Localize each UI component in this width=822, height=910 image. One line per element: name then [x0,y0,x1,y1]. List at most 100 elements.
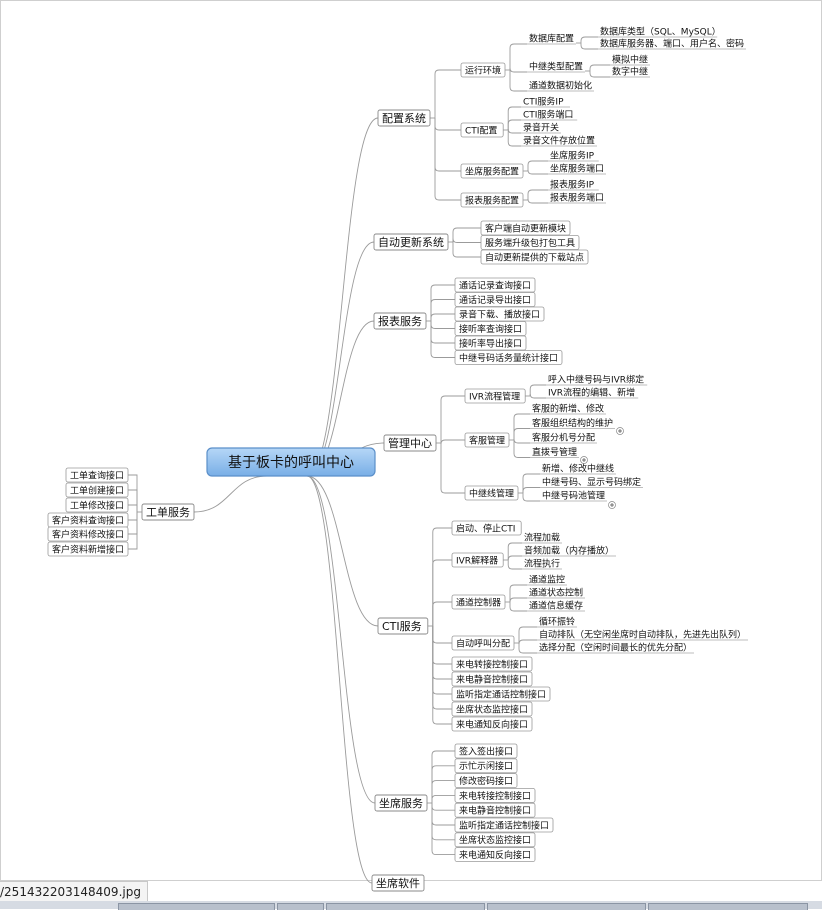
taskbar-button[interactable] [487,903,646,910]
branch-ticket[interactable] [141,503,195,521]
seat-api-7-label: 坐席状态监控接口 [459,834,531,846]
config-4[interactable] [460,192,524,208]
cti-svc-5[interactable] [451,656,533,672]
acd-1: 循环振铃 [539,616,575,628]
seat-api-3-label: 修改密码接口 [459,775,513,787]
seat-api-8[interactable] [454,847,536,862]
mgmt-1[interactable] [464,388,526,404]
expand-icon[interactable] [580,456,588,464]
trunk-mgmt-2: 中继号码、显示号码绑定 [542,476,641,488]
seat-api-3[interactable] [454,773,518,788]
report-api-6[interactable] [454,350,563,365]
cti-svc-1[interactable] [451,520,522,536]
cti-svc-9-label: 来电通知反向接口 [456,718,528,730]
autoupdate-1-label: 客户端自动更新模块 [485,222,566,234]
ticket-6[interactable] [47,541,129,557]
trunk-mgmt-1: 新增、修改中继线 [542,463,614,475]
branch-3[interactable] [373,312,427,330]
report-api-3-label: 录音下载、播放接口 [459,308,540,320]
report-api-2[interactable] [454,292,536,307]
taskbar-button[interactable] [118,903,275,910]
seat-config-2: 坐席服务端口 [550,163,604,175]
ticket-2[interactable] [65,482,129,498]
config-1[interactable] [460,62,506,78]
root-node-label: 基于板卡的呼叫中心 [228,454,354,471]
config-3-label: 坐席服务配置 [465,165,519,177]
seat-api-4[interactable] [454,788,536,803]
branch-3-label: 报表服务 [378,314,422,328]
env-2: 中继类型配置 [529,61,583,73]
cti-svc-5-label: 来电转接控制接口 [456,658,528,670]
branch-4-label: 管理中心 [388,436,432,450]
config-3[interactable] [460,163,524,179]
channel-ctrl-1: 通道监控 [529,574,565,586]
ticket-1-label: 工单查询接口 [70,469,124,481]
branch-2-label: 自动更新系统 [378,235,444,249]
expand-icon[interactable] [608,501,616,509]
env-3: 通道数据初始化 [529,80,592,92]
report-api-6-label: 中继号码话务量统计接口 [459,352,558,364]
ivr-mgmt-1: 呼入中继号码与IVR绑定 [548,374,644,386]
seat-api-4-label: 来电转接控制接口 [459,790,531,802]
ticket-5-label: 客户资料修改接口 [52,528,124,540]
connector-lines [128,36,748,884]
branch-5[interactable] [377,617,429,635]
taskbar-button[interactable] [326,903,485,910]
cti-svc-4[interactable] [451,635,515,651]
cti-svc-8[interactable] [451,701,533,717]
root-node[interactable] [206,447,376,477]
cti-config-4: 录音文件存放位置 [523,135,595,147]
ticket-4-label: 客户资料查询接口 [52,514,124,526]
seat-api-5[interactable] [454,802,536,818]
seat-api-6-label: 监听指定通话控制接口 [459,819,549,831]
ticket-2-label: 工单创建接口 [70,484,124,496]
branch-6-label: 坐席服务 [379,796,423,810]
ticket-6-label: 客户资料新增接口 [52,543,124,555]
seat-api-6[interactable] [454,817,554,833]
report-api-1[interactable] [454,277,536,293]
expand-icon[interactable] [616,427,624,435]
ticket-5[interactable] [47,526,129,542]
cti-config-3: 录音开关 [523,122,559,134]
trunk-type-2: 数字中继 [612,66,648,78]
cti-svc-6[interactable] [451,671,533,687]
ticket-3[interactable] [65,497,129,513]
cti-svc-2[interactable] [451,552,504,568]
report-api-5[interactable] [454,335,527,351]
branch-4[interactable] [383,434,437,452]
seat-api-2-label: 示忙示闲接口 [459,760,513,772]
branch-7-label: 坐席软件 [376,876,420,890]
autoupdate-1[interactable] [480,220,571,236]
mgmt-2-label: 客服管理 [469,434,505,446]
acd-2: 自动排队（无空闲坐席时自动排队，先进先出队列） [539,629,746,641]
ivr-interp-2: 音频加载（内存播放） [524,545,614,557]
ticket-1[interactable] [65,467,129,483]
seat-api-1[interactable] [454,743,518,759]
branch-6[interactable] [374,794,428,812]
branch-5-label: CTI服务 [382,620,422,633]
branch-2[interactable] [373,233,449,251]
taskbar-button[interactable] [648,903,808,910]
branch-7[interactable] [371,874,425,892]
taskbar-button[interactable] [277,903,324,910]
report-api-3[interactable] [454,306,545,322]
autoupdate-3[interactable] [480,249,589,265]
autoupdate-2[interactable] [480,235,580,250]
config-2[interactable] [460,122,504,138]
branch-1[interactable] [377,109,431,127]
cti-svc-6-label: 来电静音控制接口 [456,673,528,685]
mgmt-3[interactable] [464,485,519,501]
ivr-interp-3: 流程执行 [524,558,560,570]
report-api-4-label: 接听率查询接口 [459,323,522,335]
config-4-label: 报表服务配置 [465,194,519,206]
cti-config-2: CTI服务端口 [523,109,573,121]
cti-svc-7[interactable] [451,686,551,702]
cti-svc-3[interactable] [451,594,506,610]
seat-api-2[interactable] [454,758,518,774]
env-1: 数据库配置 [529,33,574,45]
cti-svc-9[interactable] [451,716,533,732]
report-api-4[interactable] [454,321,527,336]
seat-api-7[interactable] [454,832,536,848]
mgmt-2[interactable] [464,432,510,448]
